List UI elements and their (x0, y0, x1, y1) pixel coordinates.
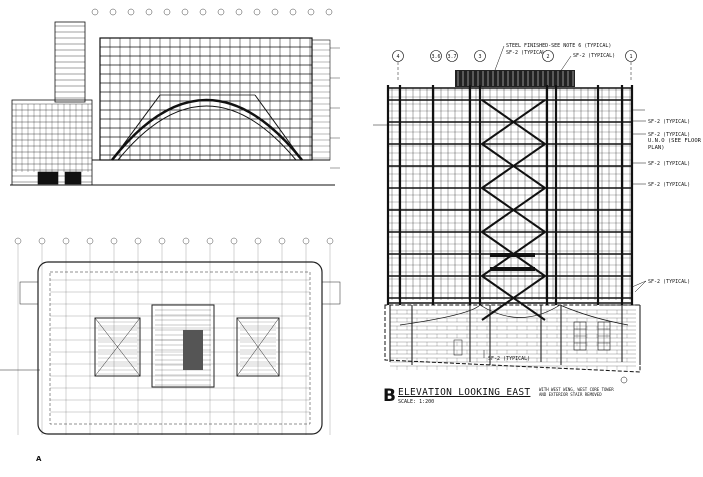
arch (111, 98, 303, 161)
grid-bubble-label: 4 (396, 54, 399, 60)
grid-bubble-circle (392, 50, 404, 62)
hatch (94, 317, 141, 377)
grid-bubble (326, 237, 334, 245)
grid-bubble-label: 2 (546, 54, 549, 60)
grid-bubble-label: 3.6 (431, 54, 440, 60)
brace (254, 94, 303, 161)
callout-sf2-right-3: SF-2 (TYPICAL) (648, 161, 690, 167)
elevation-looking-east (373, 70, 645, 384)
hatch (236, 317, 280, 377)
top-left-elevation (10, 8, 340, 186)
callout-leaders (483, 45, 647, 358)
datum-marker (620, 376, 628, 384)
grid-bubble (230, 237, 238, 245)
grid-bubble (307, 8, 315, 16)
grid-bubble (302, 237, 310, 245)
grid-bubble (182, 237, 190, 245)
grid-bubble-circle (446, 50, 458, 62)
door (37, 171, 59, 185)
callout-sf2-right-2: SF-2 (TYPICAL) (648, 132, 690, 138)
callout-sf2-right-1: SF-2 (TYPICAL) (648, 119, 690, 125)
plan-a-caption: A (36, 446, 41, 465)
grid-bubble (109, 8, 117, 16)
side-stair (19, 281, 39, 305)
callout-sf2-roof: SF-2 (TYPICAL) (573, 53, 615, 59)
elevation-scale: SCALE: 1:200 (398, 399, 435, 405)
grid-bubble-circle (625, 50, 637, 62)
base-outline (384, 304, 641, 373)
x-brace (481, 143, 546, 189)
grid-bubble (86, 237, 94, 245)
central-core (151, 304, 215, 388)
elevation-callouts: STEEL FINISHED-SEE NOTE 6 (TYPICAL) SF-2… (488, 43, 690, 362)
grid-bubble-label: 3 (478, 54, 481, 60)
grid-bubble (110, 237, 118, 245)
grid-bubble-4: 4 (392, 50, 404, 80)
elevation-note-1: WITH WEST WING, WEST CORE TOWER (539, 387, 614, 392)
grid-bubble (289, 8, 297, 16)
floor-plan-a (0, 237, 341, 435)
side-stair (321, 281, 341, 305)
callout-sf2-lower-right: SF-2 (TYPICAL) (648, 279, 690, 285)
x-brace (481, 99, 546, 145)
grid-bubble (278, 237, 286, 245)
grid-bubble (181, 8, 189, 16)
grid-bubble-circle (542, 50, 554, 62)
grid-bubble (271, 8, 279, 16)
grid-bubble (253, 8, 261, 16)
grid-bubble-circle (430, 50, 442, 62)
elevation-letter: B (383, 386, 396, 406)
grid-bubble-3-7: 3.7 (446, 50, 458, 62)
beam-block (490, 267, 535, 271)
grid-bubble-2: 2 (542, 50, 554, 62)
grid-bubble (235, 8, 243, 16)
grid-bubbles: 4 3.6 3.7 3 2 1 (392, 50, 637, 80)
door (453, 339, 463, 356)
elevation-note-2: AND EXTERIOR STAIR REMOVED (539, 392, 602, 397)
stair-core (236, 317, 280, 377)
plan-letter: A (36, 455, 42, 463)
grid-bubble-3-6: 3.6 (430, 50, 442, 62)
grid-bubble (91, 8, 99, 16)
grid-bubble-3: 3 (474, 50, 486, 62)
right-wing (311, 39, 331, 161)
grid-bubble (38, 237, 46, 245)
callout-sf2-top: SF-2 (TYPICAL) (506, 50, 548, 56)
grid-bubble (206, 237, 214, 245)
callout-sf2-right-4: SF-2 (TYPICAL) (648, 182, 690, 188)
x-brace (481, 275, 546, 321)
brace (111, 94, 161, 161)
grid-bubble (134, 237, 142, 245)
grid-bubble (158, 237, 166, 245)
grid-bubble (199, 8, 207, 16)
grid-bubble (14, 237, 22, 245)
x-brace (481, 187, 546, 233)
grid-bubble-label: 3.7 (447, 54, 456, 60)
inner-line (49, 271, 311, 425)
callout-uno: U.N.O (SEE FLOOR PLAN) (648, 138, 701, 151)
grid-bubble-circle (474, 50, 486, 62)
callout-sf2-base: SF-2 (TYPICAL) (488, 356, 530, 362)
grid-bubble (163, 8, 171, 16)
arch-curve (399, 304, 629, 326)
grid-bubble-label: 1 (629, 54, 632, 60)
grid-bubble (145, 8, 153, 16)
grid-bubble (217, 8, 225, 16)
roof-screen (455, 70, 575, 87)
stair-core (94, 317, 141, 377)
elevation-title: ELEVATION LOOKING EAST (398, 387, 531, 398)
door (64, 171, 82, 185)
outer-wall (37, 261, 323, 435)
grid-bubble (127, 8, 135, 16)
grid-bubble (62, 237, 70, 245)
beam-block (490, 253, 535, 257)
grid-bubble (254, 237, 262, 245)
elevator (183, 330, 203, 370)
grid-bubble-1: 1 (625, 50, 637, 80)
callout-steel: STEEL FINISHED-SEE NOTE 6 (TYPICAL) (506, 43, 611, 49)
grid-bubble (325, 8, 333, 16)
arch-inner (117, 105, 297, 161)
